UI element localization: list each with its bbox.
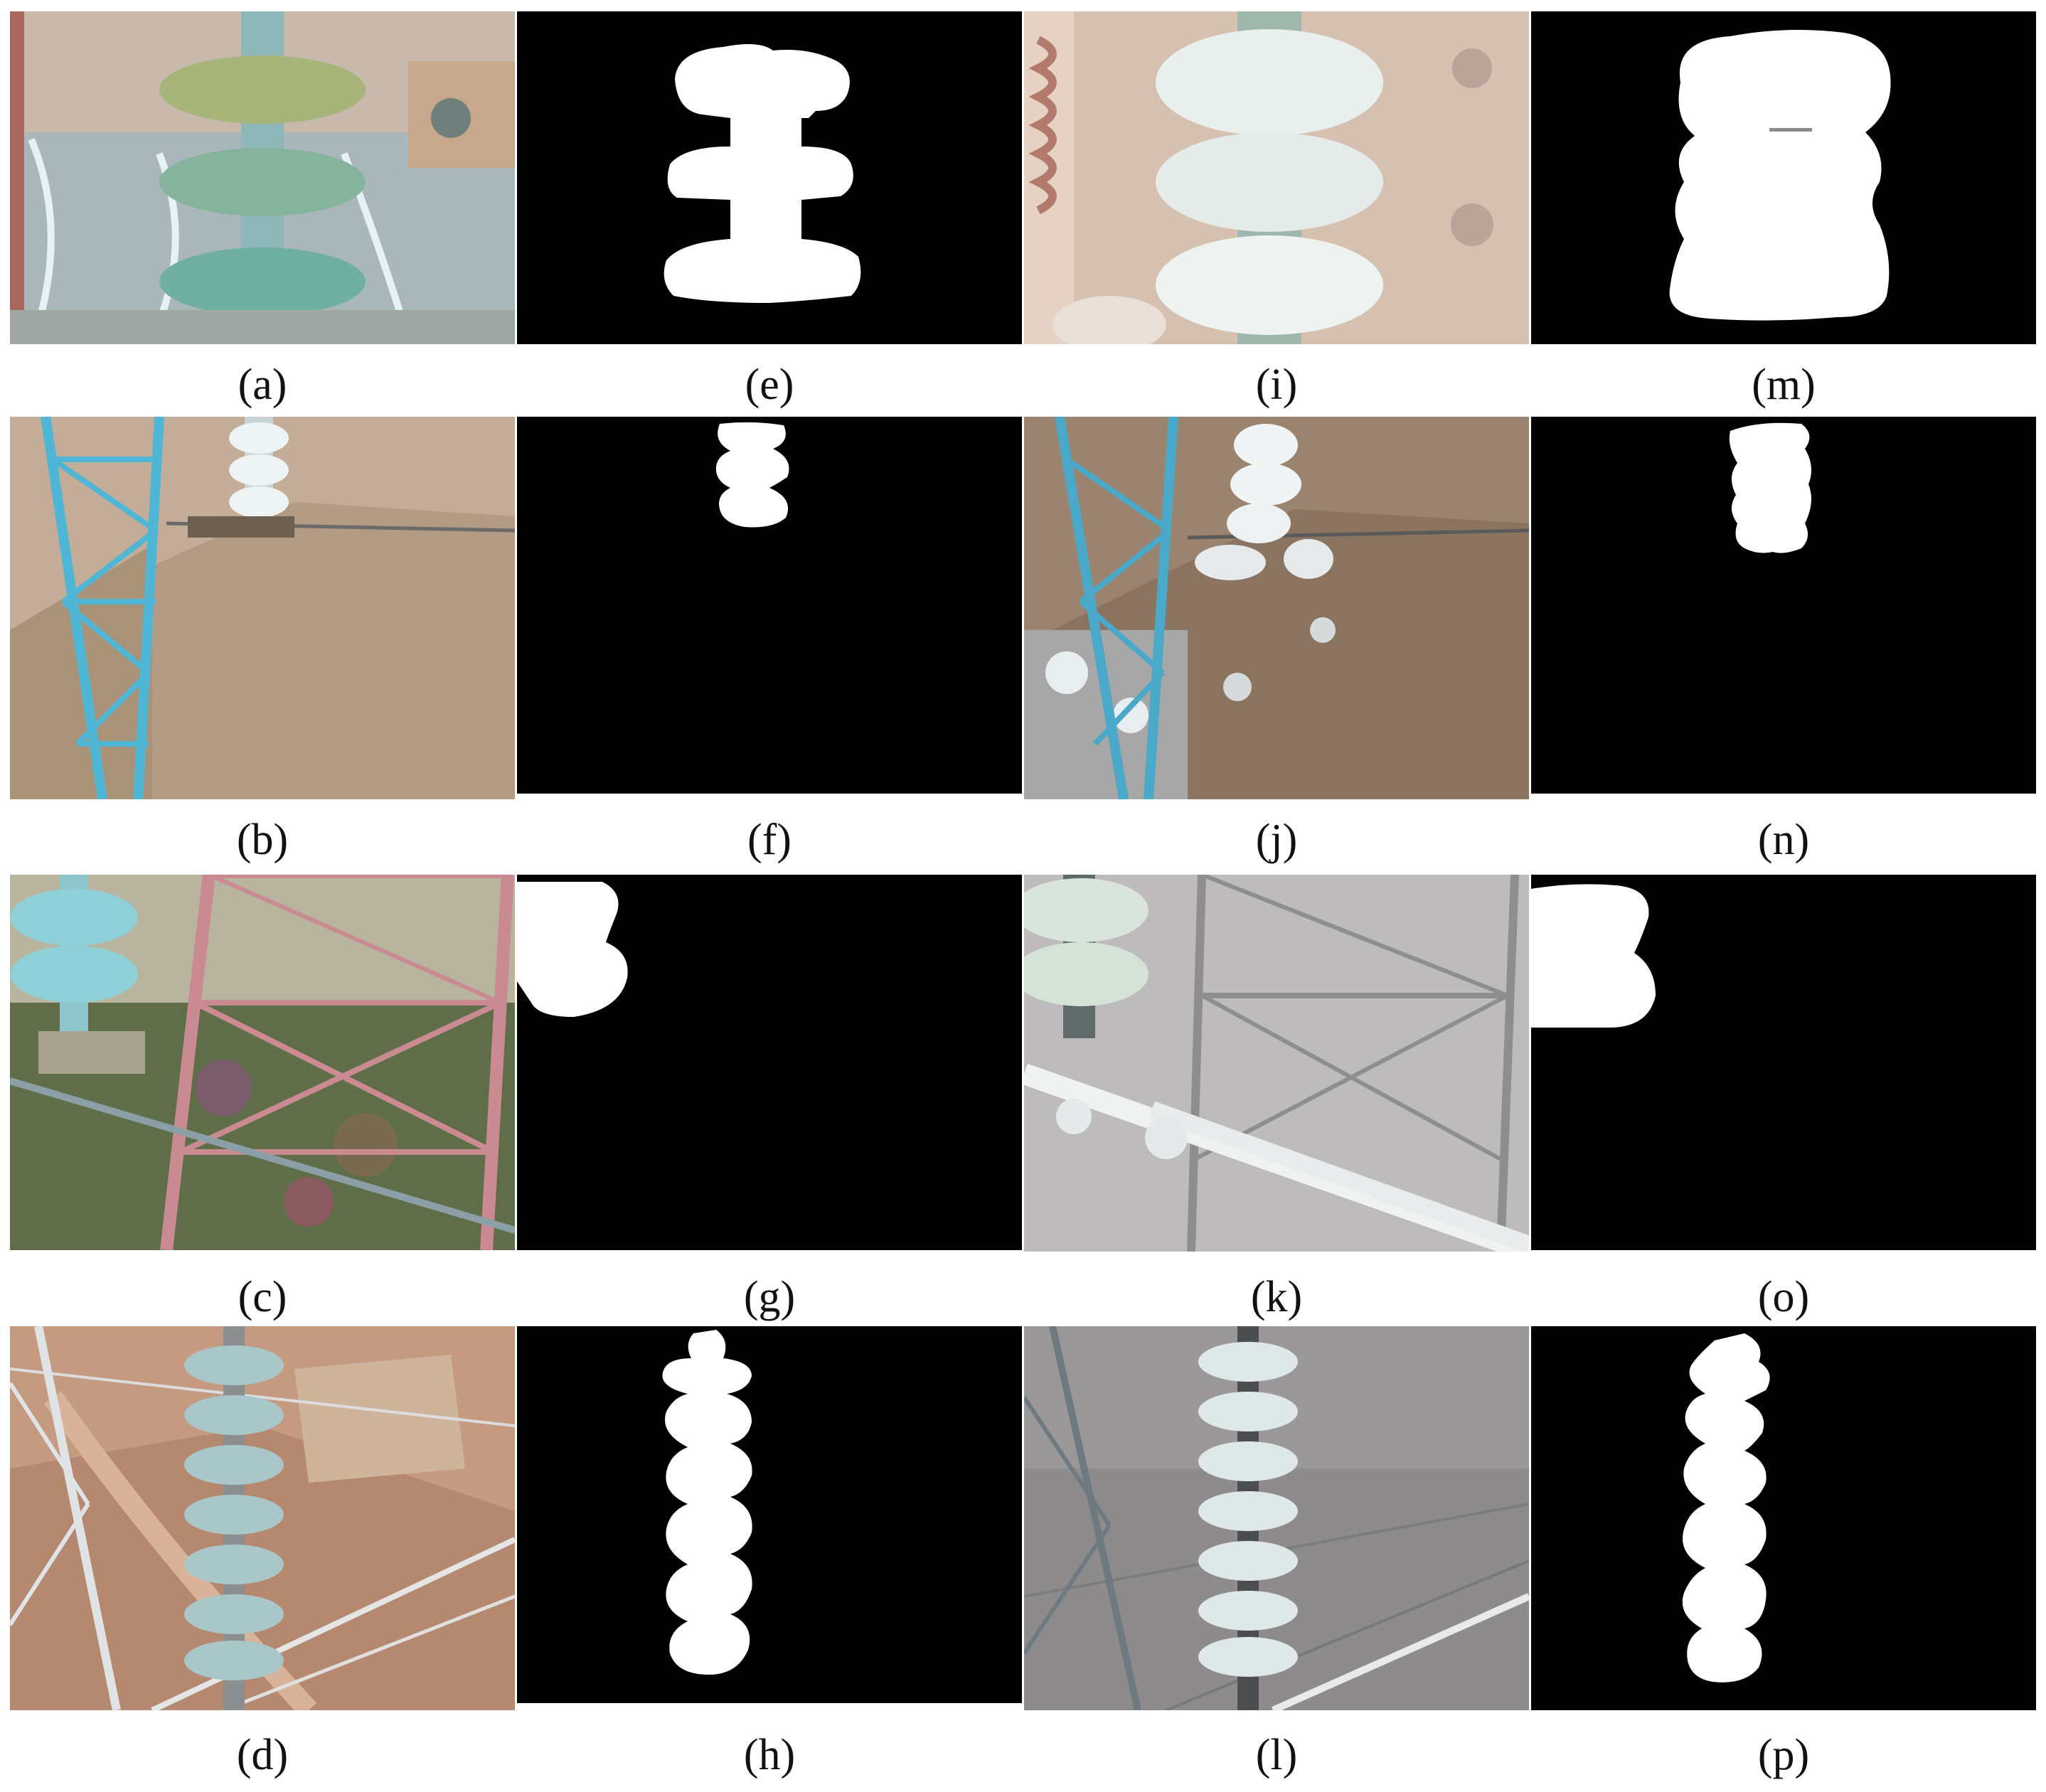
photo-j-tower-insulator-iced bbox=[1024, 417, 1529, 799]
caption-i: (i) bbox=[1255, 361, 1298, 409]
caption-l: (l) bbox=[1255, 1731, 1298, 1779]
caption-k: (k) bbox=[1250, 1273, 1303, 1321]
mask-n bbox=[1531, 417, 2036, 794]
mask-f bbox=[517, 417, 1022, 794]
caption-a: (a) bbox=[238, 361, 287, 409]
mask-h bbox=[517, 1326, 1022, 1703]
caption-p: (p) bbox=[1757, 1731, 1810, 1779]
caption-m: (m) bbox=[1752, 361, 1816, 409]
caption-j: (j) bbox=[1255, 816, 1298, 864]
caption-d: (d) bbox=[236, 1731, 289, 1779]
mask-p bbox=[1531, 1326, 2036, 1710]
photo-i-iced-insulators-lab bbox=[1024, 11, 1529, 344]
caption-g: (g) bbox=[743, 1273, 796, 1321]
mask-g bbox=[517, 875, 1022, 1250]
mask-m bbox=[1531, 11, 2036, 344]
photo-k-tower-iced-fog bbox=[1024, 875, 1529, 1252]
caption-e: (e) bbox=[745, 361, 794, 409]
caption-f: (f) bbox=[747, 816, 792, 864]
photo-a-glass-insulators-lab bbox=[10, 11, 515, 344]
caption-o: (o) bbox=[1757, 1273, 1810, 1321]
photo-d-string-insulator-normal bbox=[10, 1326, 515, 1710]
caption-c: (c) bbox=[238, 1273, 287, 1321]
photo-b-tower-insulator-normal bbox=[10, 417, 515, 799]
caption-b: (b) bbox=[236, 816, 289, 864]
mask-e bbox=[517, 11, 1022, 344]
photo-c-tower-red-normal bbox=[10, 875, 515, 1250]
caption-n: (n) bbox=[1757, 816, 1810, 864]
caption-h: (h) bbox=[743, 1731, 796, 1779]
mask-o bbox=[1531, 875, 2036, 1250]
photo-l-string-insulator-iced bbox=[1024, 1326, 1529, 1710]
